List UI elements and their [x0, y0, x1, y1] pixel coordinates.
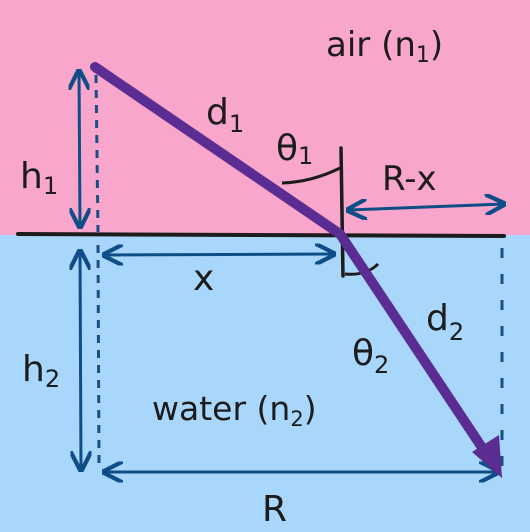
r-label: R — [262, 489, 287, 530]
interface-line — [16, 232, 506, 238]
d2-label: d2 — [426, 298, 464, 346]
h1-arrow — [79, 71, 80, 227]
h1-label: h1 — [20, 156, 58, 200]
theta1-label: θ1 — [276, 128, 313, 170]
refracted-ray — [335, 229, 494, 463]
theta1-arc — [281, 166, 341, 185]
d1-label: d1 — [206, 92, 244, 138]
x-label: x — [193, 258, 214, 299]
h2-arrow — [80, 251, 81, 470]
left-dashed-guide-bottom — [96, 244, 101, 466]
h2-label: h2 — [22, 349, 60, 393]
r-minus-x-label: R-x — [382, 159, 437, 199]
ray-arrowhead — [472, 435, 502, 478]
x-arrow — [104, 254, 334, 255]
air-label: air (n1) — [326, 25, 443, 68]
incident-ray — [90, 62, 345, 239]
theta2-label: θ2 — [352, 333, 389, 379]
water-label: water (n2) — [152, 389, 317, 431]
normal-line — [339, 146, 345, 278]
left-dashed-guide-top — [94, 74, 100, 233]
r-minus-x-arrow — [348, 204, 504, 210]
